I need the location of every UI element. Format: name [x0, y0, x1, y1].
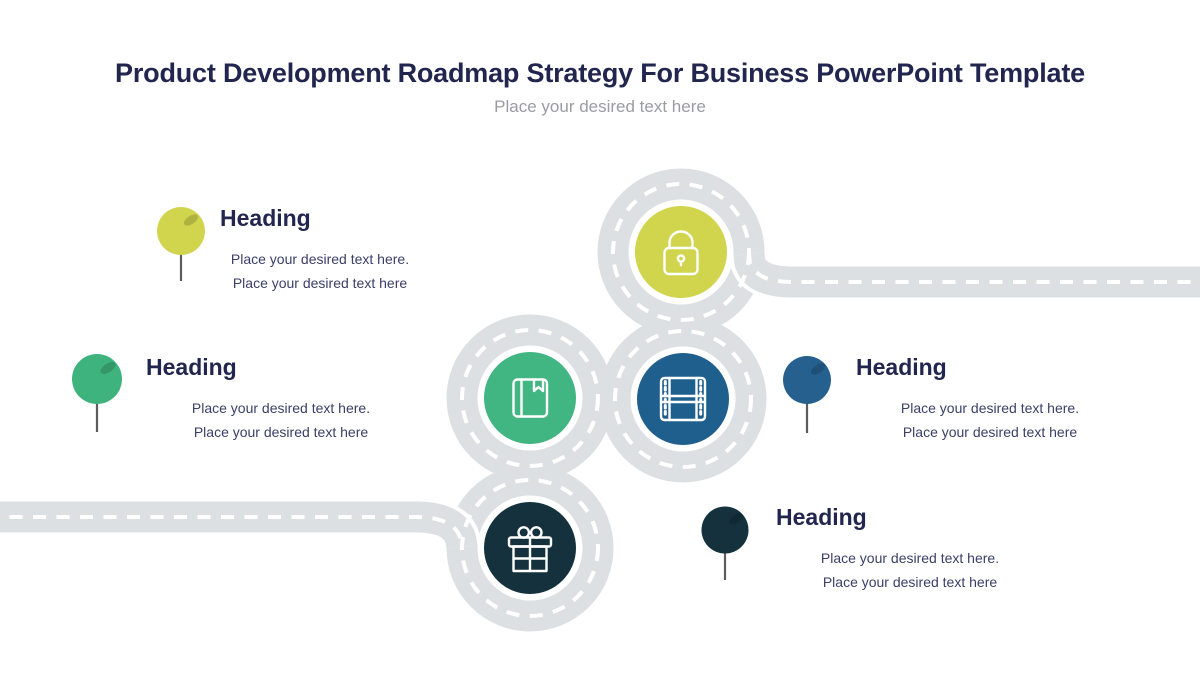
gift-icon — [507, 526, 553, 573]
map-pin-2 — [72, 354, 122, 432]
block-line: Place your desired text here. — [820, 550, 1000, 566]
block-heading: Heading — [856, 354, 947, 380]
block-heading: Heading — [146, 354, 237, 380]
block-line: Place your desired text here. — [191, 400, 371, 416]
slide-title: Product Development Roadmap Strategy For… — [115, 58, 1085, 88]
block-body: Place your desired text here. Place your… — [146, 396, 416, 444]
map-pin-1 — [157, 207, 205, 281]
book-icon — [512, 378, 549, 418]
block-line: Place your desired text here. — [900, 400, 1080, 416]
pin-highlight — [728, 513, 744, 525]
text-block-4: Heading Place your desired text here. Pl… — [776, 504, 1044, 594]
pin-highlight — [100, 362, 116, 374]
milestone-circle — [484, 352, 576, 444]
map-pin-4 — [701, 506, 749, 580]
block-body: Place your desired text here. Place your… — [776, 546, 1044, 594]
road-dash — [747, 253, 1200, 284]
milestone-film — [637, 353, 729, 445]
block-heading: Heading — [776, 504, 867, 530]
milestone-lock — [635, 206, 727, 298]
film-icon — [659, 376, 707, 422]
map-pin-3 — [783, 356, 831, 433]
milestone-circle — [637, 353, 729, 445]
road-dash — [460, 328, 600, 468]
pin-balloon — [701, 506, 749, 554]
road-dash — [611, 182, 751, 322]
road-dash — [460, 478, 600, 618]
road-segment-right — [733, 252, 1200, 298]
text-block-2: Heading Place your desired text here. Pl… — [146, 354, 416, 444]
block-body: Place your desired text here. Place your… — [856, 396, 1124, 444]
block-line: Place your desired text here — [822, 574, 998, 590]
block-line: Place your desired text here — [902, 424, 1078, 440]
text-block-3: Heading Place your desired text here. Pl… — [856, 354, 1124, 444]
milestone-circle — [635, 206, 727, 298]
block-line: Place your desired text here. — [230, 251, 410, 267]
block-heading: Heading — [220, 205, 311, 231]
block-line: Place your desired text here — [193, 424, 369, 440]
road-segment-left — [0, 501, 478, 550]
pin-balloon — [783, 356, 831, 404]
pin-highlight — [183, 214, 199, 226]
pin-balloon — [157, 207, 205, 255]
lock-icon — [663, 230, 699, 276]
road — [0, 168, 1200, 632]
block-line: Place your desired text here — [232, 275, 408, 291]
pin-highlight — [810, 363, 826, 375]
slide-subtitle: Place your desired text here — [494, 97, 706, 116]
block-body: Place your desired text here. Place your… — [220, 247, 420, 295]
milestone-book — [484, 352, 576, 444]
road-dash — [0, 515, 464, 548]
pin-balloon — [72, 354, 122, 404]
text-block-1: Heading Place your desired text here. Pl… — [220, 205, 420, 295]
road-dash — [613, 329, 753, 469]
milestone-gift — [484, 502, 576, 594]
